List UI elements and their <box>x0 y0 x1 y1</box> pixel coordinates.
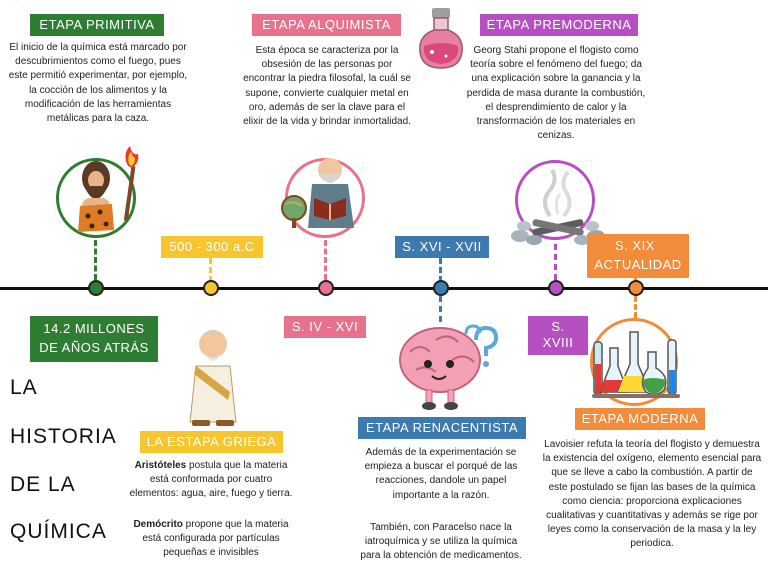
griega-title: LA ESTAPA GRIEGA <box>140 431 283 454</box>
moderna-dot <box>628 280 644 296</box>
caveman-icon <box>78 146 139 232</box>
renacentista-title: ETAPA RENACENTISTA <box>358 417 526 440</box>
timeline-axis <box>0 287 768 290</box>
primitiva-dot <box>88 280 104 296</box>
moderna-stem-top <box>634 274 637 282</box>
greek-philosopher-icon <box>189 330 237 426</box>
premoderna-date: S. XVIII <box>528 316 588 355</box>
brain-icon <box>399 324 499 410</box>
alquimista-text: Esta época se caracteriza por la obsesió… <box>243 45 411 127</box>
democrito-name: Demócrito <box>133 519 183 530</box>
title-line-4: QUÍMICA <box>10 520 107 543</box>
griega-text-1: Aristóteles postula que la materia está … <box>128 459 294 502</box>
alquimista-dot <box>318 280 334 296</box>
primitiva-stem <box>94 240 97 280</box>
griega-text-2: Demócrito propone que la materia está co… <box>128 518 294 561</box>
lab-flasks-icon <box>592 331 680 398</box>
renacentista-date: S. XVI - XVII <box>395 236 489 259</box>
democrito-text: propone que la materia está configurada … <box>142 519 289 559</box>
alquimista-stem <box>324 240 327 280</box>
title-line-1: LA <box>10 376 38 399</box>
griega-dot <box>203 280 219 296</box>
moderna-text: Lavoisier refuta la teoría del flogisto … <box>542 439 762 550</box>
renacentista-stem-top <box>439 258 442 282</box>
premoderna-dot <box>548 280 564 296</box>
title-line-3: DE LA <box>10 473 76 496</box>
alquimista-title: ETAPA ALQUIMISTA <box>252 14 401 37</box>
renacentista-dot <box>433 280 449 296</box>
moderna-date: S. XIX ACTUALIDAD <box>587 234 689 278</box>
premoderna-text: Georg Stahi propone el flogisto como teo… <box>466 45 646 142</box>
moderna-date-line2: ACTUALIDAD <box>594 256 682 272</box>
potion-flask-icon <box>419 8 463 69</box>
primitiva-title: ETAPA PRIMITIVA <box>30 14 164 37</box>
premoderna-stem <box>554 244 557 280</box>
primitiva-text: El inicio de la química está marcado por… <box>8 42 188 124</box>
aristoteles-name: Aristóteles <box>134 460 187 471</box>
campfire-ashes-icon <box>511 168 605 245</box>
griega-stem <box>209 258 212 282</box>
moderna-stem-bottom <box>634 296 637 318</box>
title-line-2: HISTORIA <box>10 425 117 448</box>
renacentista-text-1: Además de la experimentación se empieza … <box>364 447 518 501</box>
premoderna-title: ETAPA PREMODERNA <box>480 14 638 37</box>
griega-date: 500 - 300 a.C <box>161 236 263 259</box>
renacentista-stem-bottom <box>439 296 442 322</box>
moderna-title: ETAPA MODERNA <box>575 408 705 431</box>
aristoteles-text: postula que la materia está conformada p… <box>129 460 293 500</box>
alquimista-date: S. IV - XVI <box>284 316 366 339</box>
alchemist-icon <box>281 158 354 228</box>
renacentista-text-2: También, con Paracelso nace la iatroquím… <box>360 522 522 562</box>
primitiva-date: 14.2 MILLONES DE AÑOS ATRÁS <box>30 316 158 362</box>
moderna-date-line1: S. XIX <box>615 238 655 253</box>
